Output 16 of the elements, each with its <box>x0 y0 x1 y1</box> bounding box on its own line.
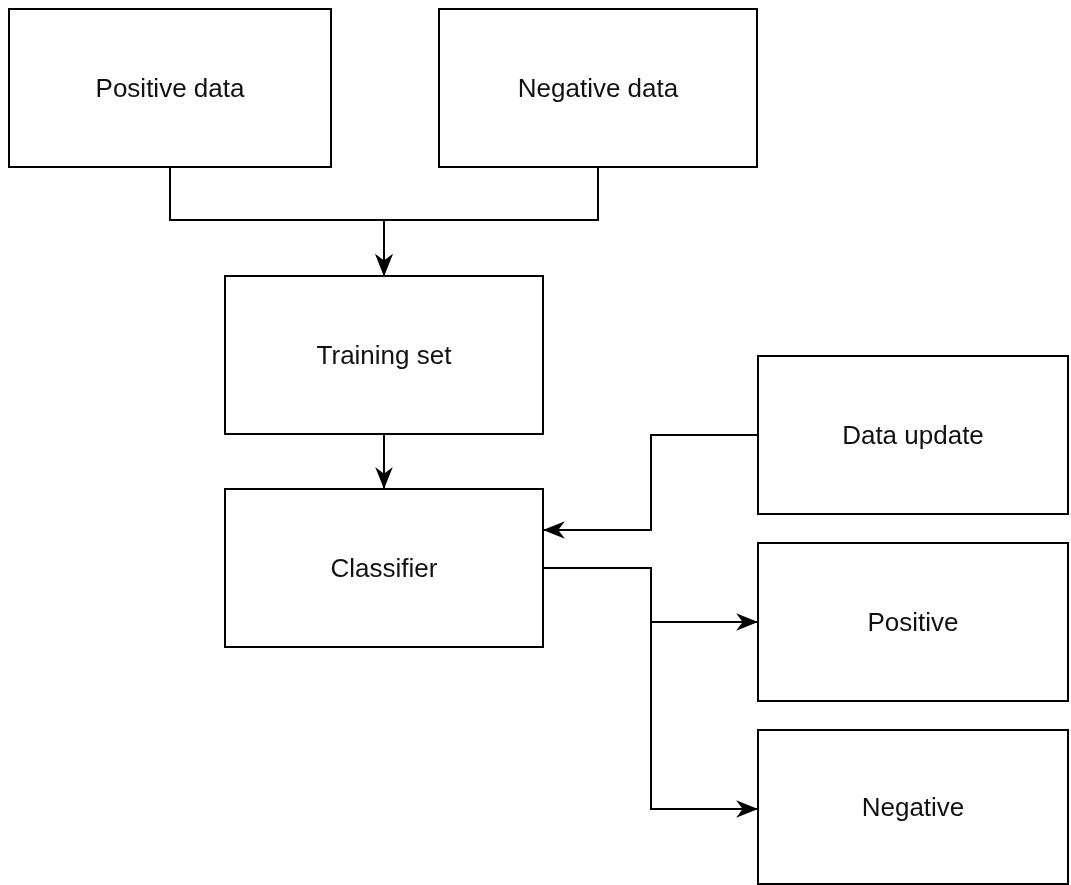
box-label: Positive <box>867 605 959 639</box>
process-box <box>224 275 544 435</box>
box-label: Data update <box>842 418 984 452</box>
box-label: Negative data <box>517 71 679 105</box>
process-box <box>757 729 1069 885</box>
box-label: Positive data <box>95 71 245 105</box>
process-box <box>757 542 1069 702</box>
box-label: Negative <box>861 790 965 824</box>
arrow <box>375 167 599 277</box>
process-box <box>757 355 1069 515</box>
process-box <box>224 488 544 648</box>
process-box <box>8 8 332 168</box>
arrow <box>375 434 393 490</box>
box-label: Classifier <box>330 551 438 585</box>
box-label: Training set <box>316 338 452 372</box>
process-box <box>438 8 758 168</box>
